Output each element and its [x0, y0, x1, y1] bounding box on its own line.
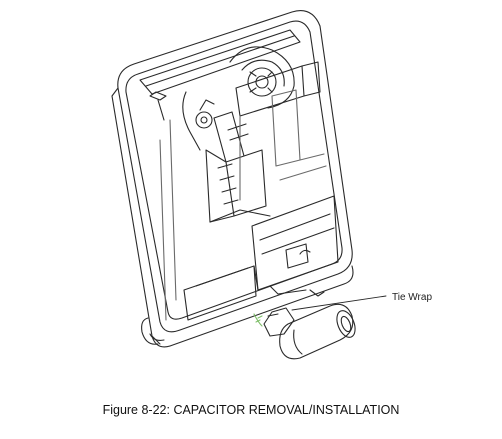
internal-duct: [182, 91, 271, 223]
figure-caption: Figure 8-22: CAPACITOR REMOVAL/INSTALLAT…: [102, 403, 400, 417]
capacitor: [279, 303, 356, 360]
lower-compartment: [183, 195, 339, 321]
housing-shell: [111, 10, 354, 348]
tie-wrap-label: Tie Wrap: [392, 292, 433, 303]
tie-wrap: [253, 307, 295, 337]
side-panel: [159, 89, 327, 321]
blower-assembly: [139, 29, 321, 121]
callout-leader: [291, 295, 387, 311]
